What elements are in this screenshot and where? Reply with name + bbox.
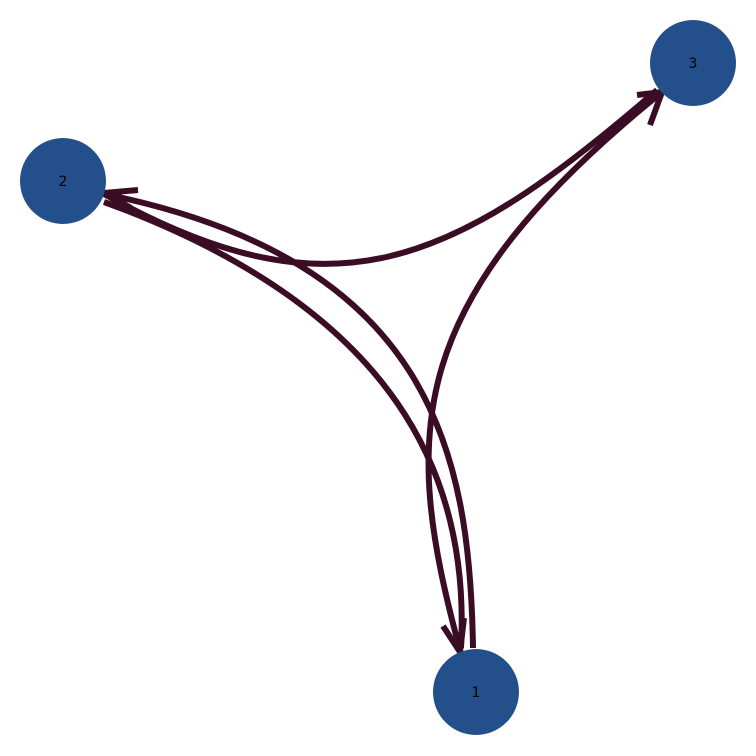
- node-1[interactable]: 1: [433, 649, 519, 735]
- node-3-label: 3: [689, 56, 698, 72]
- edge-1-to-3: [425, 89, 664, 651]
- node-2-label: 2: [59, 174, 68, 190]
- arrowhead-into-1: [440, 617, 467, 661]
- node-2[interactable]: 2: [20, 138, 106, 224]
- edges-layer: [93, 87, 667, 661]
- node-3[interactable]: 3: [650, 20, 736, 106]
- edge-1-to-2: [103, 191, 476, 649]
- nodes-layer: 1 2 3: [20, 20, 736, 735]
- node-3-circle: [650, 20, 736, 106]
- edge-2-to-1: [102, 199, 465, 649]
- edge-3-to-2: [102, 87, 659, 267]
- node-2-circle: [20, 138, 106, 224]
- node-1-label: 1: [472, 685, 481, 701]
- node-1-circle: [433, 649, 519, 735]
